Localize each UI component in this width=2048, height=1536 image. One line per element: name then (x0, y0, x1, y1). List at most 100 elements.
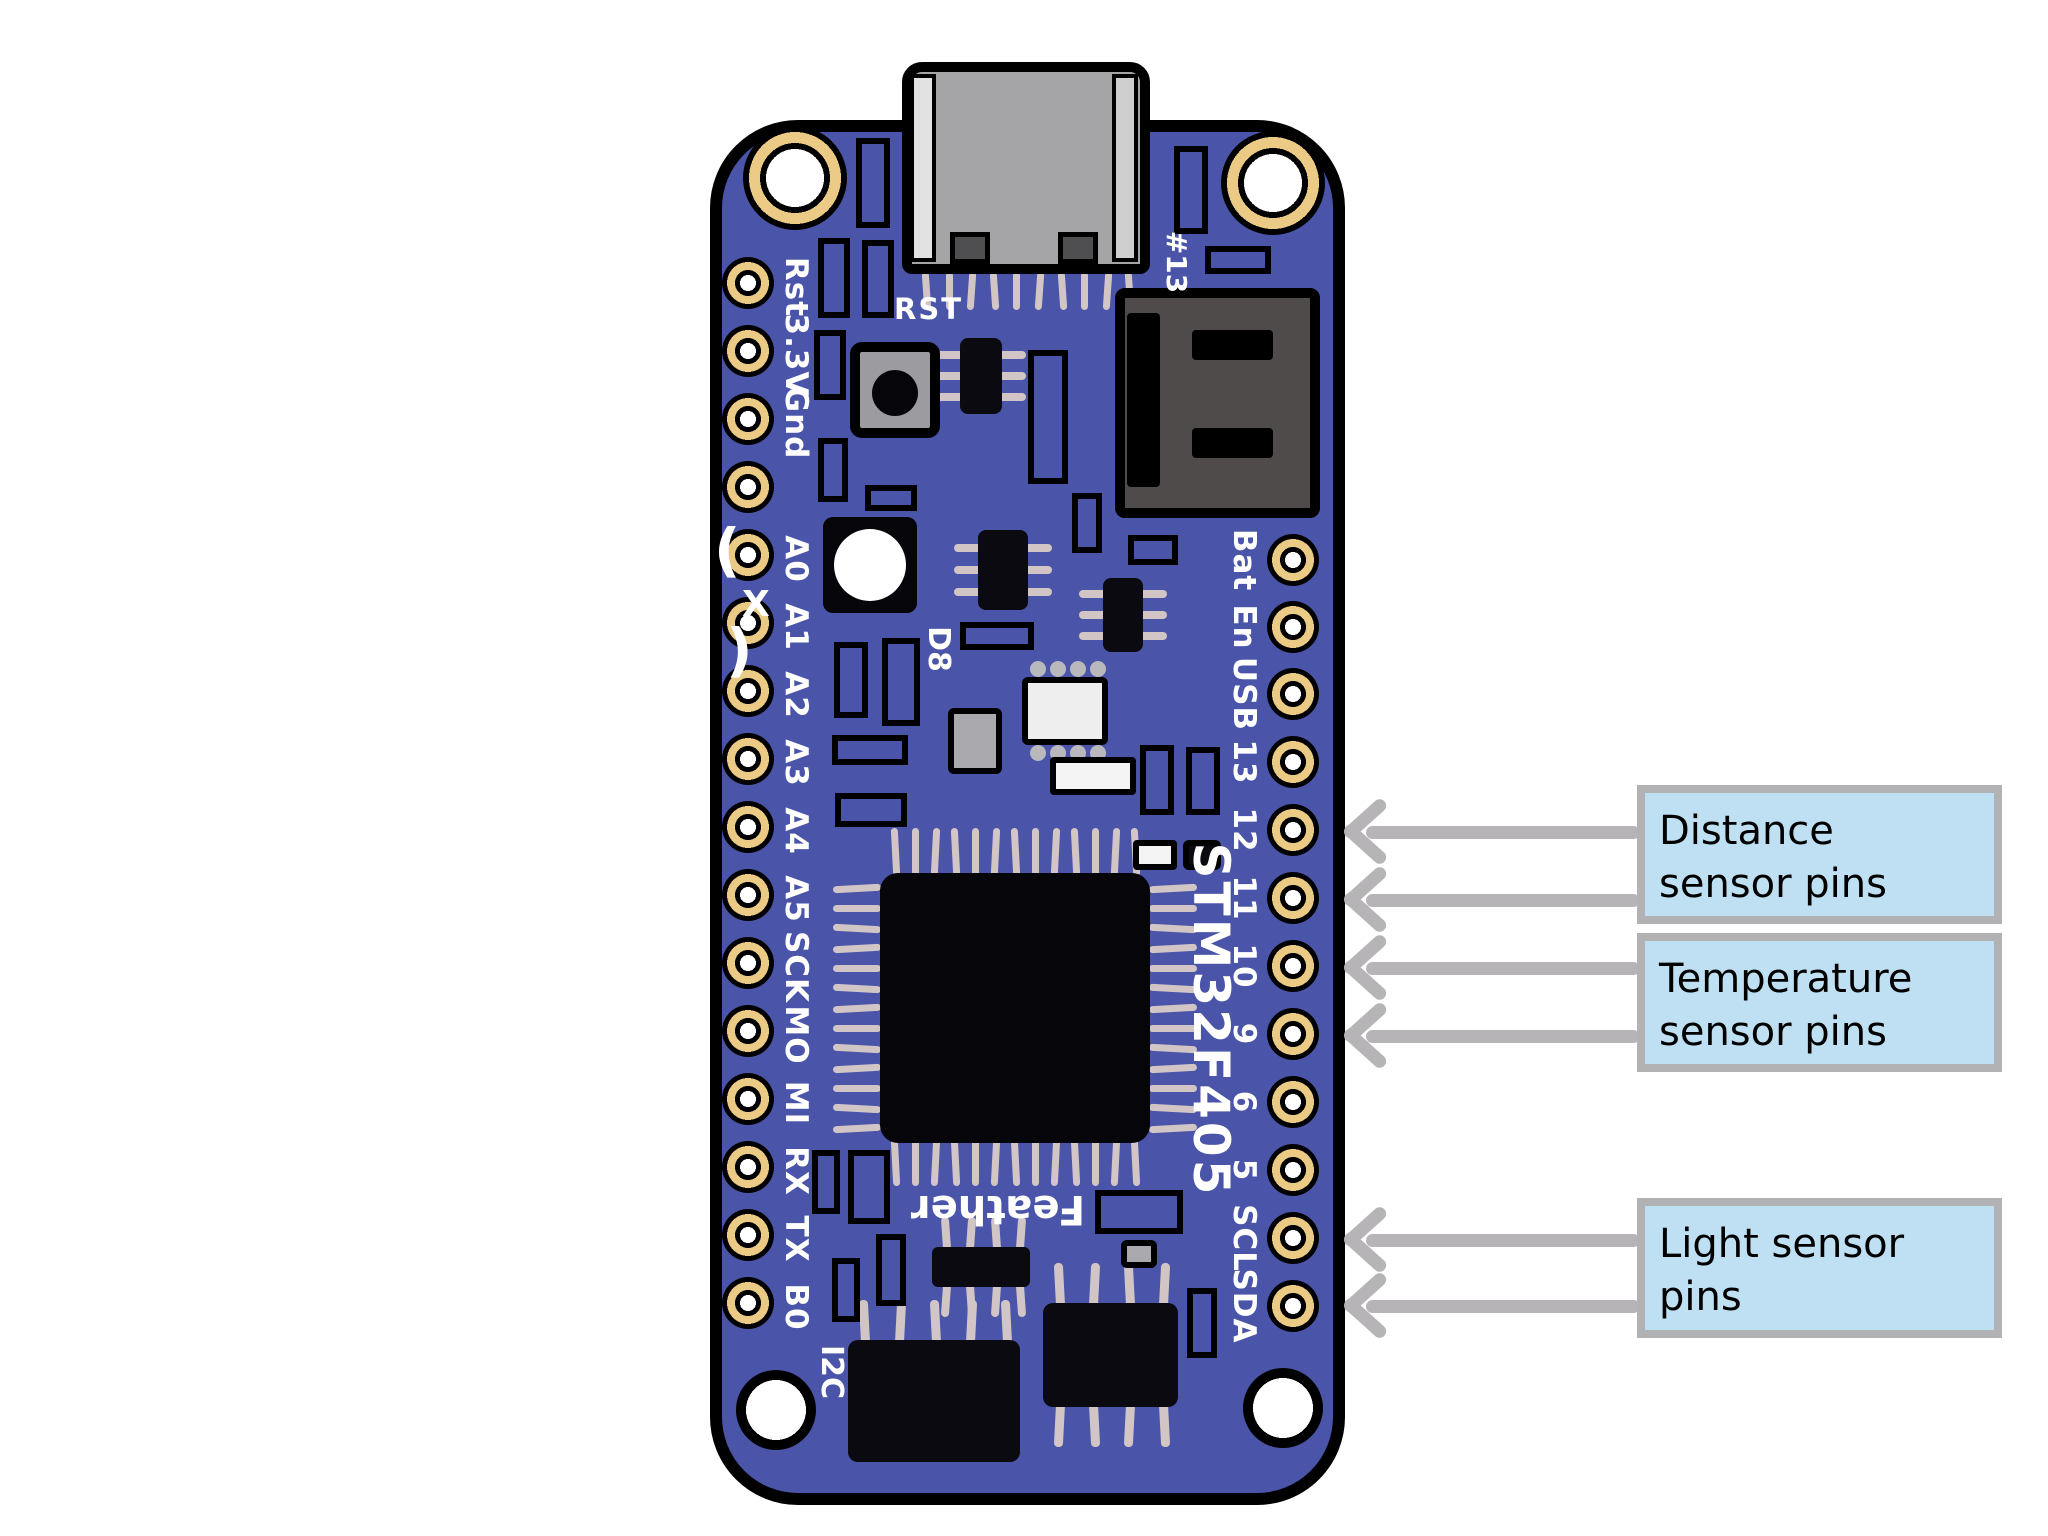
component-leg (998, 393, 1026, 402)
ic-pin-dot (1090, 661, 1106, 677)
pin-label-right-6: 6 (1226, 1090, 1262, 1114)
smd-resistor (960, 622, 1034, 650)
battery-connector-slot (1192, 428, 1273, 458)
pin-hole-right-sda (1267, 1280, 1319, 1332)
pin-hole-left-tx (722, 1209, 774, 1261)
smd-resistor (1028, 350, 1068, 484)
smd-white-bar (1133, 840, 1177, 870)
pin-label-left-b0: B0 (778, 1283, 814, 1331)
smd-capacitor (814, 330, 846, 400)
pin-label-left-mi: MI (778, 1080, 814, 1126)
chip-leg (972, 1138, 979, 1186)
mcu-silkscreen-label: STM32F405 (1182, 842, 1240, 1198)
smd-capacitor (1095, 1190, 1183, 1234)
pin-hole-left-mi (722, 1073, 774, 1125)
pin-label-right-en: En (1226, 604, 1262, 650)
feather-brand-label: Feather (910, 1186, 1086, 1232)
component-leg (1079, 590, 1107, 599)
chip-leg (833, 965, 881, 972)
usb-c-connector (902, 62, 1150, 274)
led13-silkscreen-label: #13 (1160, 230, 1193, 294)
pin-label-left-mo: MO (778, 1005, 814, 1065)
usb-leg (1013, 272, 1021, 310)
arrow-to-pin-9 (1366, 1030, 1640, 1043)
smd-resistor (812, 1150, 840, 1214)
smd-ic-bar (932, 1247, 1030, 1287)
pin-label-right-10: 10 (1226, 943, 1262, 989)
pin-hole-right-9 (1267, 1008, 1319, 1060)
chip-leg (1149, 1025, 1197, 1032)
silkscreen-decor-mark: ) (726, 616, 753, 684)
component-leg (1139, 631, 1167, 640)
chip-leg (912, 1138, 919, 1186)
reset-silkscreen-label: RST (894, 292, 963, 326)
arrow-to-pin-10 (1366, 962, 1640, 975)
smd-transistor (960, 338, 1002, 414)
pin-hole-right-bat (1267, 534, 1319, 586)
annotation-label: Temperature sensor pins (1659, 956, 1913, 1055)
component-leg (936, 350, 964, 359)
arrow-to-pin-scl (1366, 1234, 1640, 1247)
pin-hole-left-nc (722, 461, 774, 513)
arrow-to-pin-11 (1366, 894, 1640, 907)
silkscreen-decor-mark: ( (714, 516, 741, 584)
component-leg (936, 372, 964, 380)
smd-capacitor (1140, 745, 1174, 815)
smd-capacitor (865, 485, 917, 511)
pin-label-left-tx: TX (778, 1215, 814, 1263)
pin-hole-left-a1 (722, 597, 774, 649)
usb-leg (945, 272, 953, 310)
chip-leg (1149, 965, 1197, 972)
pin-label-left-sck: SCK (778, 930, 814, 1004)
smd-resistor (818, 238, 850, 318)
pin-label-right-scl: SCL (1226, 1204, 1262, 1272)
center-hole (834, 529, 906, 601)
smd-capacitor (818, 438, 848, 502)
pin-hole-left-3.3v (722, 325, 774, 377)
smd-capacitor (835, 793, 907, 827)
pin-hole-left-a5 (722, 869, 774, 921)
smd-capacitor (1187, 1288, 1217, 1358)
component-leg (998, 372, 1026, 380)
mounting-hole-top-right (1221, 131, 1325, 235)
pin-hole-left-rst (722, 257, 774, 309)
pin-hole-right-5 (1267, 1144, 1319, 1196)
pin-hole-left-a0 (722, 529, 774, 581)
smd-block (1183, 840, 1221, 870)
pin-label-right-bat: Bat (1226, 528, 1262, 592)
pin-label-left-3.3v: 3.3V (778, 313, 814, 397)
smd-capacitor (882, 638, 920, 726)
smd-ic8 (1022, 677, 1108, 745)
pin-hole-left-a3 (722, 733, 774, 785)
pin-label-left-a1: A1 (778, 603, 814, 651)
smd-ic (848, 1340, 1020, 1462)
chip-leg (972, 828, 979, 876)
mounting-hole-bottom-right (1243, 1368, 1323, 1448)
chip-leg (833, 1085, 881, 1092)
pin-label-left-a3: A3 (778, 739, 814, 787)
smd-block (948, 708, 1002, 774)
annotation-box-distance-sensor-pins: Distance sensor pins (1637, 785, 2002, 924)
pin-hole-right-en (1267, 601, 1319, 653)
component-leg (1139, 611, 1167, 619)
pin-hole-left-gnd (722, 393, 774, 445)
component-leg (1079, 631, 1107, 640)
reset-button-cap (872, 370, 918, 416)
usb-c-highlight-right (1112, 74, 1138, 262)
pin-label-left-rx: RX (778, 1146, 814, 1196)
component-leg (998, 350, 1026, 359)
pin-label-left-a0: A0 (778, 535, 814, 583)
pin-hole-right-12 (1267, 804, 1319, 856)
chip-leg (1092, 828, 1099, 876)
component-leg (1024, 588, 1052, 597)
smd-transistor (978, 530, 1028, 610)
smd-white-bar (1050, 757, 1136, 795)
component-leg (1079, 611, 1107, 619)
pin-hole-right-10 (1267, 940, 1319, 992)
pin-hole-left-sck (722, 937, 774, 989)
pin-hole-left-b0 (722, 1277, 774, 1329)
chip-leg (833, 1025, 881, 1032)
pin-label-right-5: 5 (1226, 1158, 1262, 1182)
mounting-hole-top-left (743, 126, 847, 230)
battery-connector-slot (1192, 330, 1273, 360)
